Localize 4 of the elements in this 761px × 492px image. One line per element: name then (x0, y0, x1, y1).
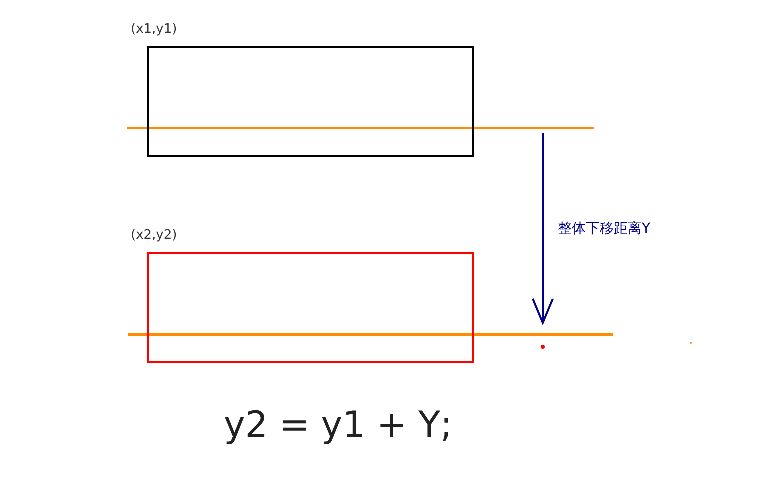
annotation-text: 整体下移距离Y (558, 220, 651, 238)
coordinate-label: (x2,y2) (131, 228, 178, 243)
coordinate-label: (x1,y1) (131, 22, 178, 37)
formula-text: y2 = y1 + Y; (224, 405, 453, 446)
